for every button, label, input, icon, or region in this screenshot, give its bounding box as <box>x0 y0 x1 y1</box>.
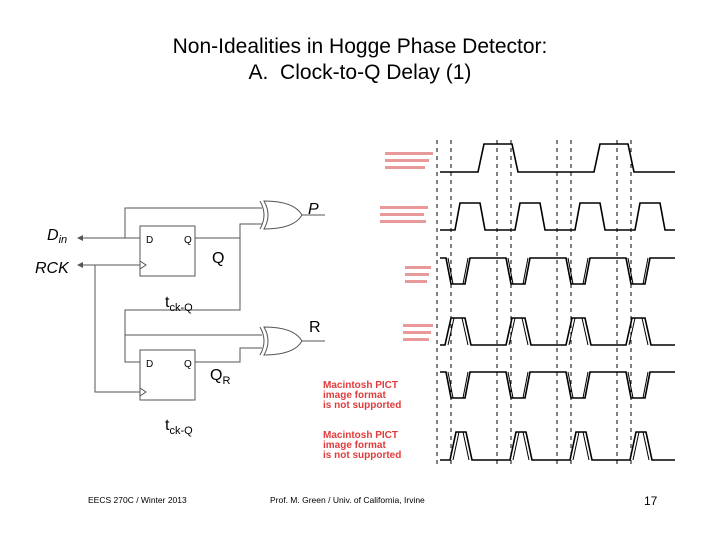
ff1-d-pin: D <box>146 235 153 246</box>
title-line-2: A. Clock-to-Q Delay (1) <box>248 61 472 84</box>
circuit-wiring <box>80 207 325 393</box>
waveform-q-shadow <box>447 257 649 285</box>
qr-label: QR <box>210 367 230 387</box>
pict-placeholder-4 <box>403 324 433 341</box>
pict-large-1-line-1: Macintosh PICT <box>323 380 398 391</box>
tckq-top-label: tck-Q <box>165 294 193 314</box>
flip-flop-2: D Q <box>139 349 196 401</box>
pict-placeholder-large-2: Macintosh PICT image format is not suppo… <box>323 430 401 461</box>
page-number: 17 <box>644 494 658 508</box>
rck-arrow-icon <box>77 262 83 268</box>
pict-placeholder-large-1: Macintosh PICT image format is not suppo… <box>323 380 401 411</box>
wire-q-to-ff2 <box>124 238 241 363</box>
pict-large-1-line-2: image format <box>323 390 386 401</box>
q-label: Q <box>212 250 224 267</box>
ff2-d-pin: D <box>146 359 153 370</box>
r-label: R <box>309 319 321 336</box>
input-arrows <box>77 235 83 268</box>
xor-gate-1 <box>259 200 303 230</box>
wire-din-to-xor1 <box>124 207 262 238</box>
rck-label: RCK <box>35 260 70 277</box>
waveform-rck <box>440 202 675 231</box>
pict-large-2-line-2: image format <box>323 440 386 451</box>
waveform-p <box>440 317 675 346</box>
title-line-1: Non-Idealities in Hogge Phase Detector: <box>172 35 548 58</box>
waveform-r-shadow <box>447 371 649 399</box>
tckq-bottom-label: tck-Q <box>165 417 193 437</box>
timing-guides <box>436 140 632 465</box>
pict-large-1-line-3: is not supported <box>323 400 401 411</box>
flip-flop-1: D Q <box>139 225 196 277</box>
waveform-qr <box>440 431 675 461</box>
ff2-clock-icon <box>139 387 147 397</box>
pict-placeholder-1 <box>385 152 433 169</box>
ff1-q-pin: Q <box>184 235 192 246</box>
p-label: P <box>308 201 319 218</box>
pict-large-2-line-1: Macintosh PICT <box>323 430 398 441</box>
pict-large-2-line-3: is not supported <box>323 450 401 461</box>
ff2-q-pin: Q <box>184 359 192 370</box>
xor-gate-2 <box>259 326 303 356</box>
slide-title: Non-Idealities in Hogge Phase Detector: … <box>0 34 720 86</box>
waveform-p-shadow <box>447 317 649 346</box>
din-arrow-icon <box>77 235 83 241</box>
footer-author: Prof. M. Green / Univ. of California, Ir… <box>270 495 425 505</box>
waveform-clock <box>440 143 675 173</box>
waveform-qr-shadow <box>452 431 650 461</box>
wire-q-to-xor1 <box>195 223 262 239</box>
ff1-clock-icon <box>139 260 147 270</box>
waveform-r <box>440 371 675 399</box>
waveforms <box>440 143 675 461</box>
pict-placeholder-3 <box>405 266 431 283</box>
wire-qr-to-xor2 <box>195 347 262 363</box>
pict-placeholders-small <box>380 152 433 341</box>
din-label: Din <box>47 227 67 246</box>
waveform-q <box>440 257 675 285</box>
footer-course: EECS 270C / Winter 2013 <box>88 495 187 505</box>
pict-placeholder-2 <box>380 206 428 223</box>
wire-rck-to-ff2 <box>94 265 140 393</box>
